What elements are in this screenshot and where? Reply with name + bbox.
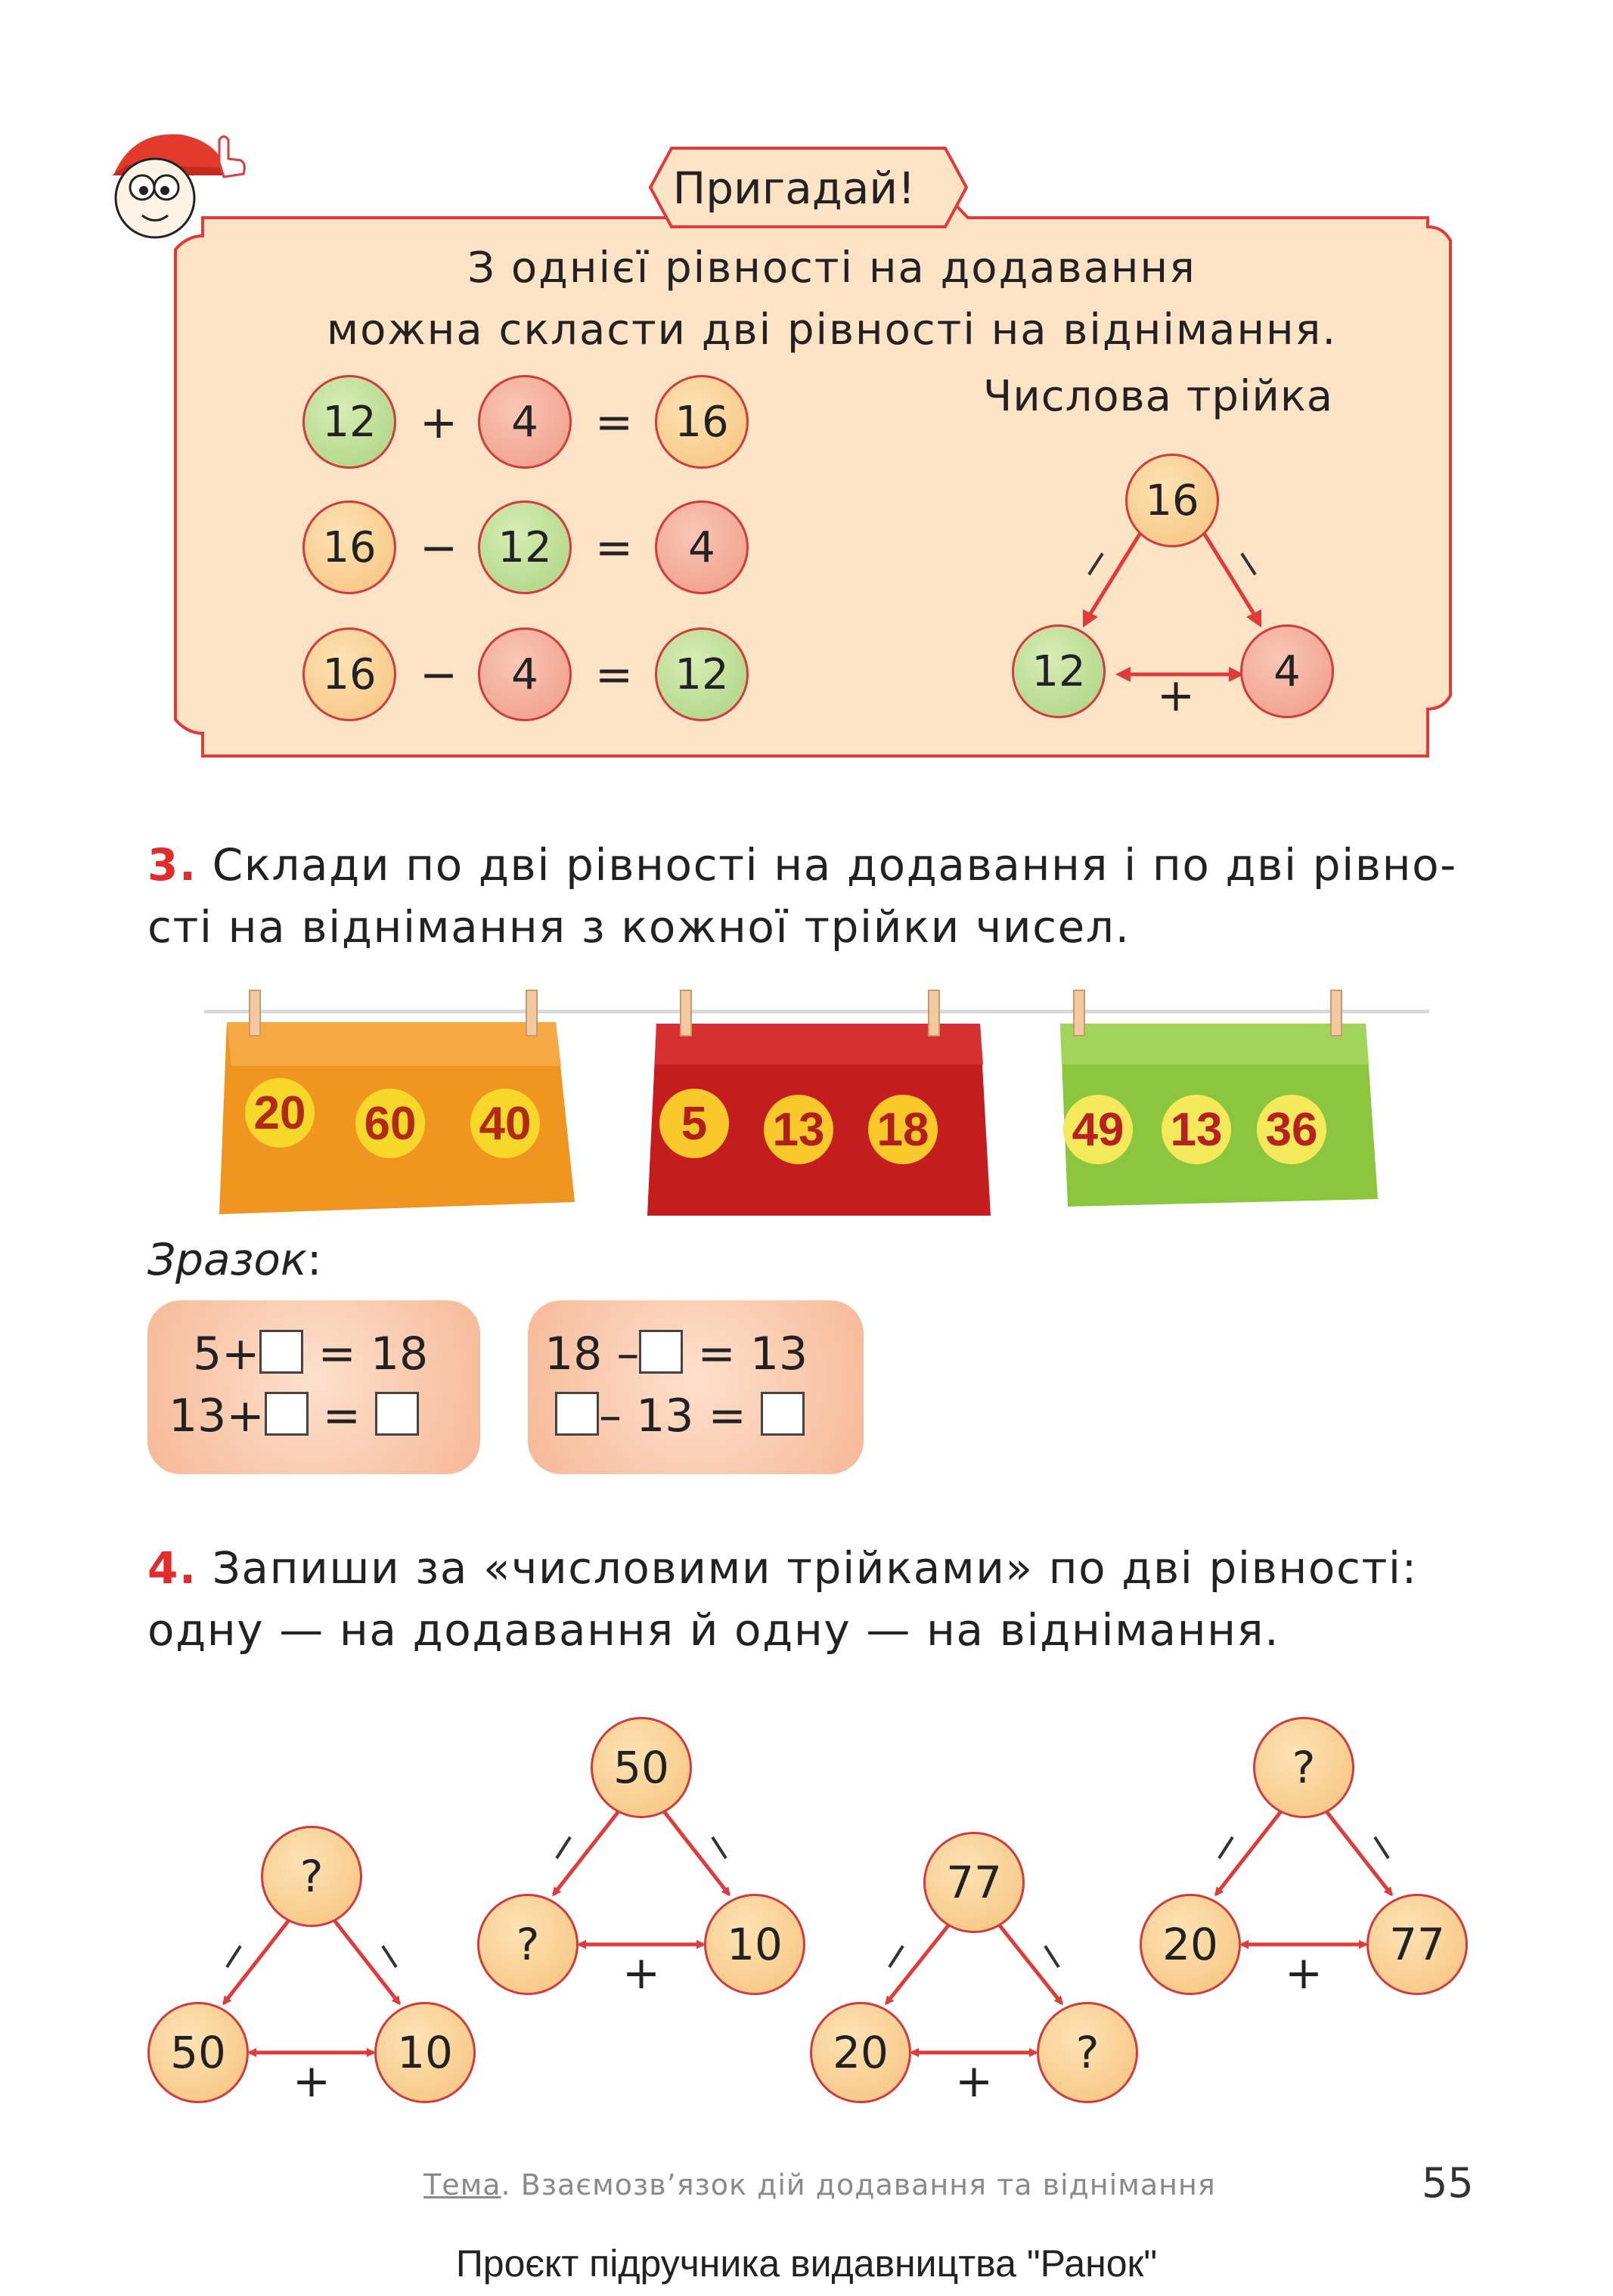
blank-box[interactable]	[639, 1330, 684, 1374]
equation-row-3: 16 − 4 = 12	[302, 627, 786, 726]
eq-operator: −	[419, 522, 458, 575]
triple-plus: +	[1156, 669, 1196, 722]
blank-box[interactable]	[264, 1392, 309, 1436]
triangle-4-top-node: ?	[1253, 1717, 1354, 1818]
eq-operand: 4	[478, 627, 572, 721]
triangle-1-top-node: ?	[261, 1826, 362, 1927]
eq-result: 16	[655, 375, 749, 469]
sample-card-subtraction: 18 – = 13 – 13 =	[528, 1300, 864, 1474]
eq-operand: 12	[478, 500, 572, 594]
blank-box[interactable]	[555, 1392, 599, 1436]
clothespin-icon	[249, 990, 1342, 1036]
triple-top-node: 16	[1125, 454, 1219, 547]
task-4-number: 4.	[147, 1542, 197, 1594]
triple-diagram-arrows	[1083, 531, 1261, 682]
blank-box[interactable]	[259, 1330, 304, 1374]
blank-box[interactable]	[760, 1392, 805, 1436]
triangle-3-plus: +	[954, 2055, 994, 2108]
eq-operand: 16	[302, 500, 396, 594]
triple-right-node: 4	[1240, 624, 1334, 718]
remember-line-1: З однієї рівності на додавання	[467, 243, 1196, 293]
eq-result: 4	[655, 500, 749, 594]
footer-topic-text: . Взаємозв’язок дій додавання та відніма…	[501, 2168, 1216, 2201]
publisher-credit: Проєкт підручника видавництва "Ранок"	[455, 2242, 1158, 2285]
eq-result: 12	[655, 627, 749, 721]
sample-text: = 13	[683, 1328, 808, 1380]
remember-box: Пригадай! З однієї рівності на додавання…	[0, 0, 1613, 786]
sample-line: 13+ =	[169, 1390, 420, 1442]
equation-row-1: 12 + 4 = 16	[302, 375, 786, 473]
card-number: 13	[1162, 1095, 1231, 1164]
triangle-3-top-node: 77	[923, 1832, 1025, 1933]
sample-line: 5+ = 18	[193, 1328, 428, 1380]
sample-text: 5+	[193, 1328, 260, 1380]
triangle-1-right-node: 10	[374, 2002, 476, 2103]
remember-title: Пригадай!	[672, 163, 916, 214]
task-4-line-2: одну — на додавання й одну — на відніман…	[147, 1604, 1280, 1656]
triangle-2-left-node: ?	[477, 1894, 579, 1995]
task-4-line-1: 4. Запиши за «числовими трійками» по дві…	[147, 1542, 1418, 1594]
triangle-4-right-node: 77	[1366, 1894, 1468, 1995]
task-3-line-2: сті на віднімання з кожної трійки чисел.	[147, 901, 1131, 953]
triangle-4-left-node: 20	[1140, 1894, 1241, 1995]
sample-text: 13+	[169, 1390, 265, 1442]
eq-equals: =	[594, 396, 634, 449]
sample-text: 18 –	[544, 1328, 640, 1380]
eq-equals: =	[594, 649, 634, 702]
sample-text: – 13 =	[599, 1390, 761, 1442]
card-number: 49	[1063, 1095, 1133, 1164]
triangle-3-right-node: ?	[1037, 2002, 1138, 2103]
triple-minus-marks	[1087, 552, 1257, 576]
eq-operand: 4	[478, 375, 572, 469]
sample-label-text: Зразок	[147, 1234, 307, 1285]
triangle-2-right-node: 10	[704, 1894, 805, 1995]
sample-card-addition: 5+ = 18 13+ =	[147, 1300, 480, 1474]
remember-line-2: можна скласти дві рівності на віднімання…	[326, 305, 1338, 355]
sample-line: – 13 =	[555, 1390, 805, 1442]
sample-text: = 18	[303, 1328, 429, 1380]
sample-line: 18 – = 13	[544, 1328, 808, 1380]
card-number: 13	[764, 1095, 833, 1164]
card-number: 5	[659, 1089, 729, 1158]
triple-label: Числова трійка	[983, 372, 1334, 421]
task-4-text-1: Запиши за «числовими трійками» по дві рі…	[212, 1542, 1418, 1594]
triangle-3-left-node: 20	[810, 2002, 911, 2103]
triple-triangles-arrows	[222, 1810, 1393, 2057]
sample-label-colon: :	[306, 1234, 322, 1285]
triangle-4-plus: +	[1284, 1947, 1323, 2000]
remember-frame	[112, 134, 1452, 758]
card-number: 60	[355, 1089, 425, 1158]
page-number: 55	[1422, 2159, 1474, 2207]
card-number: 36	[1257, 1095, 1326, 1164]
footer-topic: Тема. Взаємозв’язок дій додавання та від…	[423, 2168, 1216, 2201]
card-number: 18	[868, 1095, 938, 1164]
blank-box[interactable]	[375, 1392, 420, 1436]
eq-operand: 16	[302, 627, 396, 721]
eq-equals: =	[594, 522, 634, 575]
task-3-number: 3.	[147, 839, 197, 891]
card-number: 40	[470, 1089, 540, 1158]
triangle-2-plus: +	[622, 1947, 661, 2000]
footer-topic-label: Тема	[423, 2168, 501, 2201]
equation-row-2: 16 − 12 = 4	[302, 500, 786, 599]
task-3-line-1: 3. Склади по дві рівності на додавання і…	[147, 839, 1457, 891]
card-number: 20	[245, 1078, 315, 1148]
sample-text: =	[308, 1390, 376, 1442]
mascot-icon	[112, 134, 246, 239]
triple-left-node: 12	[1012, 624, 1106, 718]
sample-label: Зразок:	[147, 1234, 321, 1285]
task-3-text-1: Склади по дві рівності на додавання і по…	[212, 839, 1457, 891]
triangle-2-top-node: 50	[591, 1717, 692, 1818]
eq-operator: +	[419, 396, 458, 449]
eq-operator: −	[419, 649, 458, 702]
triangle-1-plus: +	[292, 2055, 331, 2108]
eq-operand: 12	[302, 375, 396, 469]
triangle-1-left-node: 50	[147, 2002, 249, 2103]
